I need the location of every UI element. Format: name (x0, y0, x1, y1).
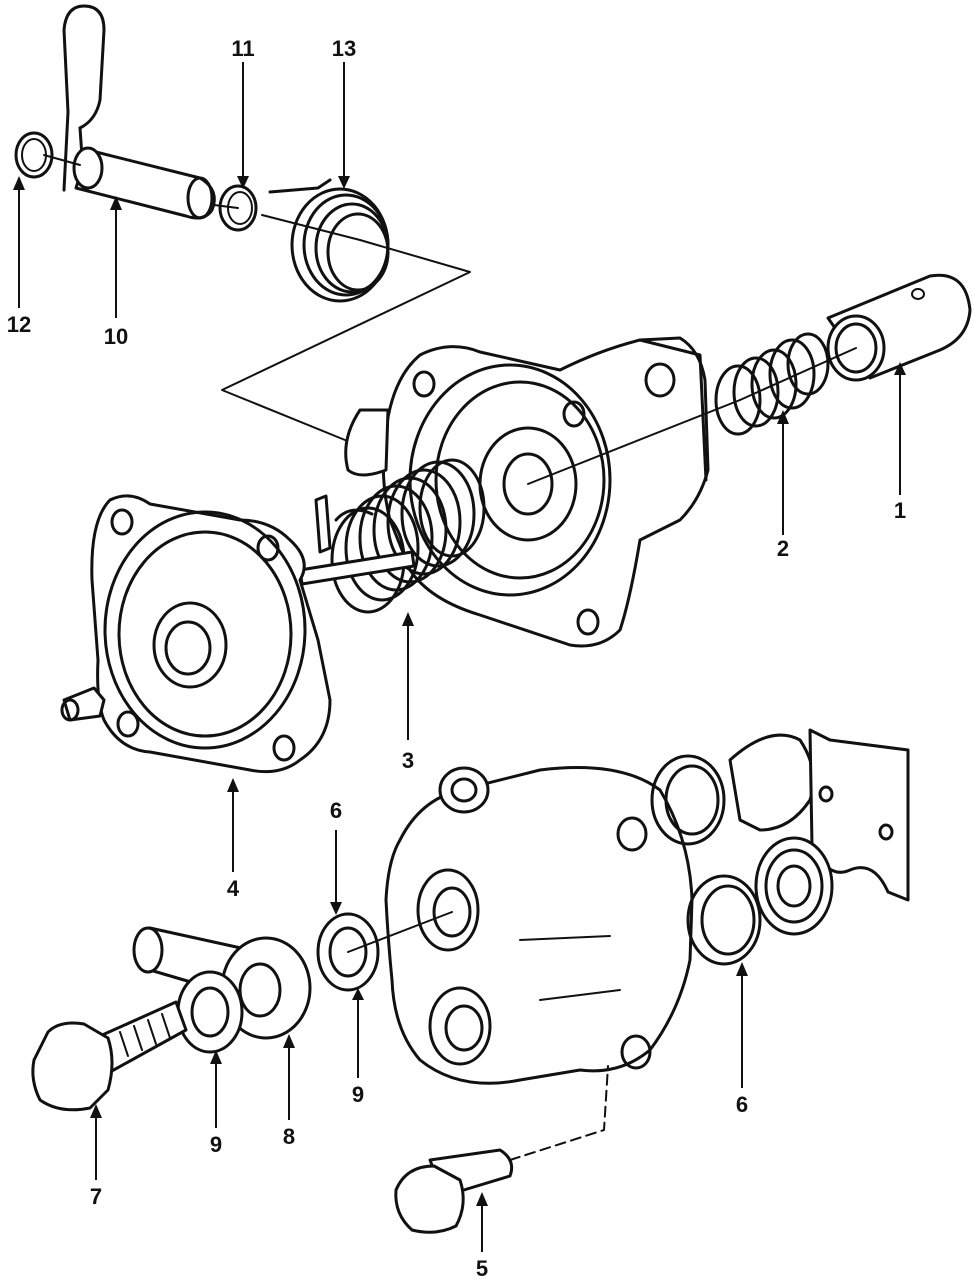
callout-3: 3 (402, 748, 414, 773)
callout-13: 13 (332, 36, 356, 61)
spring-2 (714, 332, 830, 436)
callout-8: 8 (283, 1124, 295, 1149)
pump-housing (344, 336, 710, 648)
valve-body (384, 766, 694, 1085)
circlip-11 (218, 184, 258, 232)
callout-9-right: 9 (352, 1082, 364, 1107)
callout-12: 12 (7, 312, 31, 337)
callout-11: 11 (231, 36, 254, 61)
callout-4: 4 (227, 876, 240, 901)
callout-5: 5 (476, 1256, 488, 1281)
washers-and-banjo (132, 912, 380, 1054)
bolt-5 (394, 1148, 514, 1234)
callout-6-right: 6 (736, 1092, 748, 1117)
callout-2: 2 (777, 536, 789, 561)
callout-9-left: 9 (210, 1132, 222, 1157)
spring-13 (268, 178, 390, 303)
callout-1: 1 (894, 498, 906, 523)
right-side-fittings (650, 728, 910, 966)
callout-7: 7 (90, 1184, 102, 1209)
callout-6-upper: 6 (330, 798, 342, 823)
callout-10: 10 (104, 324, 128, 349)
banjo-bolt-7 (31, 1000, 188, 1112)
lever-shaft-10 (62, 4, 216, 220)
cover-4 (60, 494, 332, 774)
leader-lines (13, 62, 906, 1252)
